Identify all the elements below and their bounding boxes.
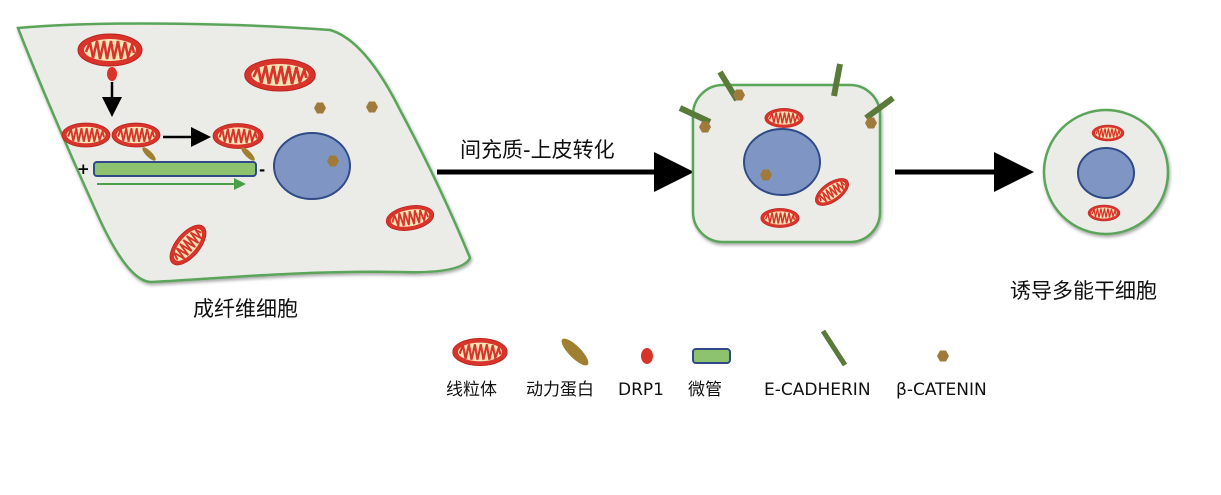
e-cadherin-icon [678, 105, 712, 125]
microtubule-icon [692, 348, 731, 364]
legend-label: DRP1 [618, 380, 664, 400]
e-cadherin-icon [864, 95, 895, 121]
legend-label: E-CADHERIN [764, 380, 871, 400]
drp1-icon [641, 348, 653, 364]
legend-label: 微管 [688, 380, 722, 400]
mitochondrion-icon [212, 122, 264, 150]
drp1-icon [107, 67, 117, 81]
minus-end-label: - [259, 161, 265, 179]
ipsc-cell [1042, 108, 1170, 236]
legend-label: β-CATENIN [896, 380, 987, 400]
epithelial-cell [678, 63, 895, 244]
legend-label: 动力蛋白 [526, 380, 594, 400]
met-label: 间充质-上皮转化 [460, 138, 615, 162]
legend-label: 线粒体 [446, 380, 497, 400]
legend: 线粒体 动力蛋白 DRP1 微管 E-CADHERIN β-CATENIN [446, 329, 987, 400]
mitochondrion-icon [76, 32, 144, 68]
e-cadherin-icon [831, 63, 843, 97]
dynein-icon [142, 147, 156, 161]
dynein-icon [241, 147, 255, 161]
mitochondrion-icon [243, 57, 317, 93]
beta-catenin-icon [937, 350, 949, 362]
mitochondrion-icon [451, 337, 509, 367]
nucleus [743, 128, 821, 196]
fibroblast-label: 成纤维细胞 [193, 297, 298, 321]
mitochondrion-icon [764, 107, 804, 129]
fibroblast-cell: + - [16, 22, 472, 284]
plus-end-label: + [77, 160, 90, 178]
nucleus [1077, 147, 1135, 199]
mitochondrion-icon [760, 207, 800, 229]
dynein-icon [561, 338, 589, 366]
mitochondrion-icon [1091, 124, 1125, 142]
mitochondrion-icon [1087, 204, 1121, 222]
mitochondrion-icon [111, 122, 161, 148]
microtubule-icon [93, 161, 257, 177]
mitochondrion-icon [61, 122, 111, 148]
ipsc-label: 诱导多能干细胞 [1010, 279, 1157, 303]
nucleus [273, 132, 351, 200]
e-cadherin-icon [820, 329, 848, 367]
